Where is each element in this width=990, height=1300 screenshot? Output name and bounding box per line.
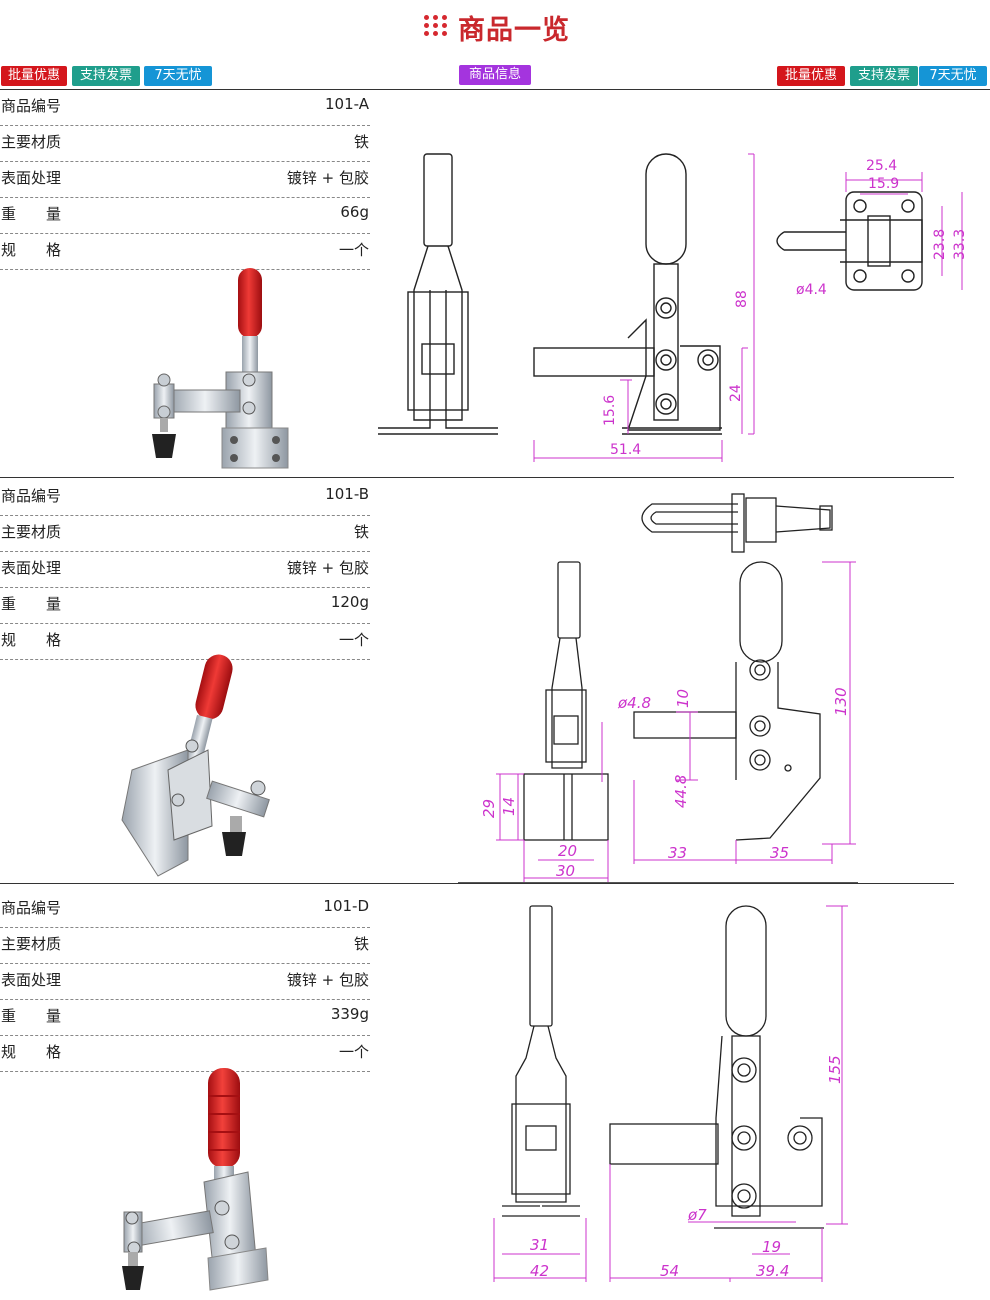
badge-bulk-discount: 批量优惠 xyxy=(1,66,67,86)
spec-value: 101-B xyxy=(325,485,369,503)
badge-bulk-discount-right: 批量优惠 xyxy=(777,66,845,86)
spec-value: 339g xyxy=(330,1005,369,1023)
dim-label: 10 xyxy=(674,689,692,708)
spec-row-spec: 规 格 一个 xyxy=(0,233,370,270)
drawing-baseline xyxy=(458,882,858,883)
product-1-photo xyxy=(152,268,289,469)
dim-label: 29 xyxy=(480,799,498,818)
spec-label: 规 格 xyxy=(1,241,62,259)
badge-product-info: 商品信息 xyxy=(459,65,531,85)
spec-label: 规 格 xyxy=(1,1043,62,1061)
dim-label: 30 xyxy=(556,862,575,880)
spec-row-spec: 规 格 一个 xyxy=(0,1035,370,1072)
badge-invoice: 支持发票 xyxy=(72,66,140,86)
dim-label: 15.6 xyxy=(602,395,618,426)
dim-label: ø4.4 xyxy=(796,282,827,298)
spec-value: 镀锌 + 包胶 xyxy=(286,559,369,577)
spec-label: 表面处理 xyxy=(1,559,62,577)
spec-row-material: 主要材质 铁 xyxy=(0,927,370,964)
spec-value: 一个 xyxy=(338,1043,369,1061)
spec-label: 商品编号 xyxy=(1,97,62,115)
spec-value: 铁 xyxy=(353,133,369,151)
dim-label: 44.8 xyxy=(672,775,690,808)
spec-row-finish: 表面处理 镀锌 + 包胶 xyxy=(0,963,370,1000)
dim-label: 39.4 xyxy=(756,1262,789,1280)
badge-invoice-right: 支持发票 xyxy=(850,66,918,86)
spec-row-weight: 重 量 339g xyxy=(0,999,370,1036)
dim-label: ø7 xyxy=(687,1206,707,1224)
product-2-technical-drawing: ø4.8 10 130 44.8 29 14 20 30 33 35 xyxy=(480,493,856,882)
dim-label: 24 xyxy=(728,384,744,402)
spec-value: 一个 xyxy=(338,631,369,649)
product-3-photo xyxy=(122,1068,269,1291)
dim-label: 33.3 xyxy=(952,229,968,260)
dim-label: ø4.8 xyxy=(617,694,651,712)
dim-label: 25.4 xyxy=(866,158,897,174)
header-divider xyxy=(0,89,990,90)
spec-row-code: 商品编号 101-D xyxy=(0,891,370,928)
spec-value: 101-D xyxy=(323,897,369,915)
dim-label: 130 xyxy=(832,687,850,716)
spec-row-weight: 重 量 66g xyxy=(0,197,370,234)
spec-label: 重 量 xyxy=(1,595,62,613)
spec-value: 铁 xyxy=(353,935,369,953)
page-title: 商品一览 xyxy=(458,15,570,46)
dim-label: 15.9 xyxy=(868,176,899,192)
spec-value: 120g xyxy=(330,593,369,611)
spec-value: 66g xyxy=(340,203,369,221)
spec-value: 镀锌 + 包胶 xyxy=(286,169,369,187)
spec-row-finish: 表面处理 镀锌 + 包胶 xyxy=(0,161,370,198)
spec-value: 镀锌 + 包胶 xyxy=(286,971,369,989)
dim-label: 42 xyxy=(530,1262,549,1280)
spec-label: 规 格 xyxy=(1,631,62,649)
spec-row-spec: 规 格 一个 xyxy=(0,623,370,660)
product-1-technical-drawing: 25.4 15.9 23.8 33.3 ø4.4 88 24 15.6 51.4 xyxy=(378,153,968,462)
dim-label: 23.8 xyxy=(932,229,948,260)
spec-row-material: 主要材质 铁 xyxy=(0,125,370,162)
spec-row-code: 商品编号 101-A xyxy=(0,89,370,126)
spec-value: 一个 xyxy=(338,241,369,259)
dim-label: 31 xyxy=(530,1236,549,1254)
spec-label: 主要材质 xyxy=(1,523,62,541)
spec-value: 铁 xyxy=(353,523,369,541)
grid-dots-icon xyxy=(424,15,454,41)
spec-label: 商品编号 xyxy=(1,487,62,505)
dim-label: 19 xyxy=(762,1238,781,1256)
badge-7day-worry-free: 7天无忧 xyxy=(144,66,212,86)
dim-label: 54 xyxy=(660,1262,679,1280)
spec-label: 主要材质 xyxy=(1,935,62,953)
spec-label: 表面处理 xyxy=(1,971,62,989)
dim-label: 51.4 xyxy=(610,442,641,458)
spec-row-code: 商品编号 101-B xyxy=(0,479,370,516)
spec-row-material: 主要材质 铁 xyxy=(0,515,370,552)
dim-label: 155 xyxy=(826,1055,844,1084)
section-divider xyxy=(0,477,954,478)
dim-label: 88 xyxy=(734,290,750,308)
spec-label: 商品编号 xyxy=(1,899,62,917)
badge-7day-worry-free-right: 7天无忧 xyxy=(919,66,987,86)
spec-label: 重 量 xyxy=(1,1007,62,1025)
spec-row-weight: 重 量 120g xyxy=(0,587,370,624)
section-divider xyxy=(0,883,954,884)
dim-label: 33 xyxy=(668,844,687,862)
spec-label: 表面处理 xyxy=(1,169,62,187)
product-2-photo xyxy=(121,654,270,877)
dim-label: 20 xyxy=(558,842,577,860)
product-3-technical-drawing: 155 ø7 31 42 19 54 39.4 xyxy=(493,905,848,1282)
dim-label: 35 xyxy=(770,844,789,862)
spec-row-finish: 表面处理 镀锌 + 包胶 xyxy=(0,551,370,588)
spec-label: 重 量 xyxy=(1,205,62,223)
spec-value: 101-A xyxy=(325,95,369,113)
dim-label: 14 xyxy=(500,797,518,816)
spec-label: 主要材质 xyxy=(1,133,62,151)
